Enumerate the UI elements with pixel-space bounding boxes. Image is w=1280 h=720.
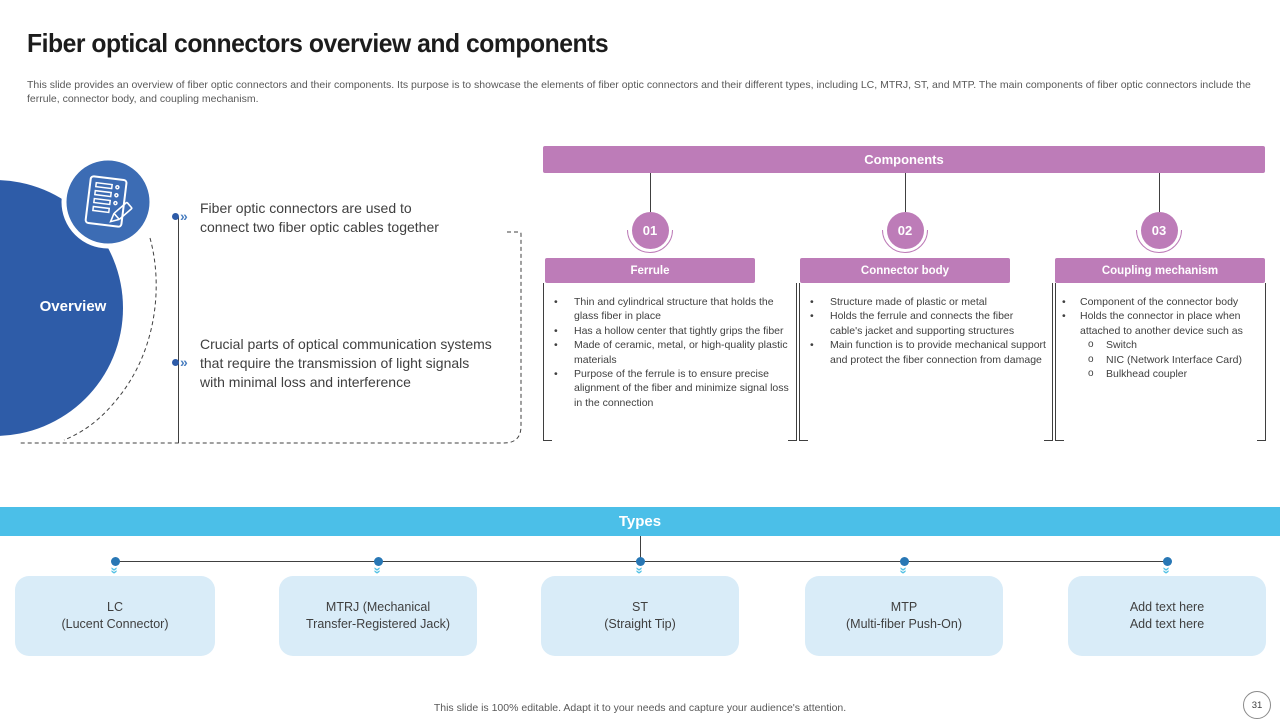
page-title: Fiber optical connectors overview and co… (27, 28, 609, 58)
component-number-hub: 03 (1136, 173, 1182, 258)
types-stem-line (640, 536, 641, 561)
type-box-line1: Add text here (1129, 600, 1205, 614)
bullet-item: Structure made of plastic or metal (800, 295, 1046, 310)
footer-note: This slide is 100% editable. Adapt it to… (433, 702, 847, 714)
bullet-item: Main function is to provide mechanical s… (800, 338, 1046, 367)
overview-point-marker: » (172, 354, 188, 370)
component-panel: Component of the connector bodyHolds the… (1055, 283, 1266, 441)
node-dot-icon (1162, 557, 1172, 566)
component-number-hub: 01 (627, 173, 673, 258)
component-bullet-list: Thin and cylindrical structure that hold… (544, 283, 796, 410)
type-box-line2: (Lucent Connector) (61, 617, 169, 631)
type-box-line2: (Multi-fiber Push-On) (846, 617, 962, 631)
overview-point-text: Crucial parts of optical communication s… (200, 336, 492, 390)
document-edit-icon (84, 175, 133, 228)
component-panel: Thin and cylindrical structure that hold… (543, 283, 797, 441)
dashed-circle-arc (63, 237, 157, 441)
type-node-marker: » (106, 557, 124, 576)
bullet-item: Purpose of the ferrule is to ensure prec… (544, 367, 790, 410)
type-box-line2: Add text here (1129, 617, 1205, 631)
bullet-item: Has a hollow center that tightly grips t… (544, 324, 790, 339)
number-badge: 01 (631, 212, 669, 249)
chevron-right-icon: » (180, 354, 188, 370)
type-box-line1: MTP (890, 600, 918, 614)
types-header: Types (0, 507, 1280, 536)
type-node-marker: » (895, 557, 913, 576)
bullet-dot-icon (172, 359, 179, 366)
overview-connector-line (178, 217, 179, 443)
overview-point-text: Fiber optic connectors are used to conne… (200, 200, 439, 235)
bullet-dot-icon (172, 213, 179, 220)
component-column-connector-body: 02 Connector body Structure made of plas… (799, 146, 1053, 446)
node-dot-icon (635, 557, 645, 566)
number-badge: 02 (886, 212, 924, 249)
bullet-item: Holds the connector in place when attach… (1056, 309, 1259, 381)
overview-label: Overview (39, 298, 107, 315)
overview-icon-circle (61, 155, 155, 249)
type-node-marker: » (1158, 557, 1176, 576)
type-box-placeholder: Add text here Add text here (1068, 576, 1266, 656)
sub-bullet-item: NIC (Network Interface Card) (1080, 353, 1259, 368)
component-column-ferrule: 01 Ferrule Thin and cylindrical structur… (543, 146, 797, 446)
page-number-badge: 31 (1243, 691, 1271, 719)
component-title-bar: Connector body (800, 258, 1010, 283)
connector-stem-line (904, 173, 906, 212)
type-node-marker: » (369, 557, 387, 576)
component-bullet-list: Component of the connector bodyHolds the… (1056, 283, 1265, 382)
component-column-coupling-mechanism: 03 Coupling mechanism Component of the c… (1055, 146, 1266, 446)
node-dot-icon (373, 557, 383, 566)
connector-stem-line (649, 173, 651, 212)
bullet-item: Holds the ferrule and connects the fiber… (800, 309, 1046, 338)
type-box-mtrj: MTRJ (Mechanical Transfer-Registered Jac… (279, 576, 477, 656)
sub-bullet-list: SwitchNIC (Network Interface Card)Bulkhe… (1080, 338, 1259, 382)
chevron-right-icon: » (180, 208, 188, 224)
bullet-item: Made of ceramic, metal, or high-quality … (544, 338, 790, 367)
node-dot-icon (899, 557, 909, 566)
component-title-bar: Ferrule (545, 258, 755, 283)
dashed-bubble-outline (18, 231, 522, 444)
bullet-item: Component of the connector body (1056, 295, 1259, 310)
type-box-line1: ST (632, 600, 648, 614)
type-box-st: ST (Straight Tip) (541, 576, 739, 656)
type-box-lc: LC (Lucent Connector) (15, 576, 215, 656)
component-panel: Structure made of plastic or metalHolds … (799, 283, 1053, 441)
node-dot-icon (110, 557, 120, 566)
sub-bullet-item: Bulkhead coupler (1080, 367, 1259, 382)
type-box-line1: MTRJ (Mechanical (325, 600, 431, 614)
component-bullet-list: Structure made of plastic or metalHolds … (800, 283, 1052, 367)
type-box-mtp: MTP (Multi-fiber Push-On) (805, 576, 1003, 656)
overview-point-marker: » (172, 208, 188, 224)
type-box-line2: Transfer-Registered Jack) (305, 617, 451, 631)
component-title-bar: Coupling mechanism (1055, 258, 1265, 283)
number-badge: 03 (1140, 212, 1178, 249)
sub-bullet-item: Switch (1080, 338, 1259, 353)
type-box-line2: (Straight Tip) (604, 617, 676, 631)
component-number-hub: 02 (882, 173, 928, 258)
connector-stem-line (1158, 173, 1160, 212)
overview-graphic (0, 155, 522, 444)
type-node-marker: » (631, 557, 649, 576)
type-box-line1: LC (107, 600, 123, 614)
components-header: Components (543, 146, 1265, 173)
slide-subtitle: This slide provides an overview of fiber… (27, 79, 1251, 105)
bullet-item: Thin and cylindrical structure that hold… (544, 295, 790, 324)
